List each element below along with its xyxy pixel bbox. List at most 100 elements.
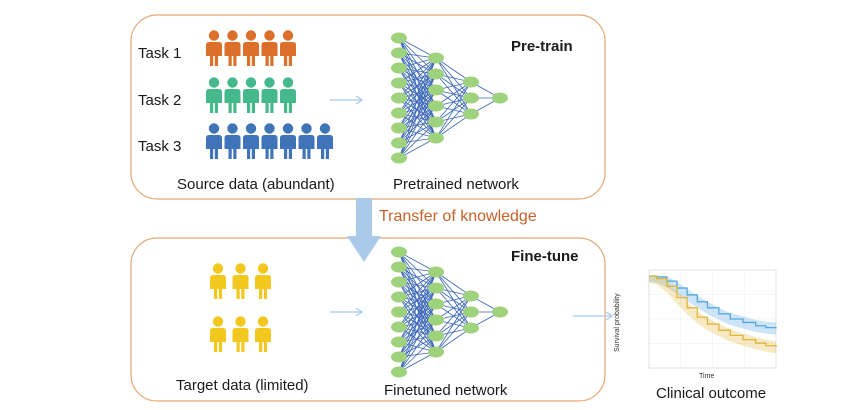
network-node (463, 322, 479, 334)
task-2-label: Task 2 (138, 92, 182, 109)
person-icon (232, 263, 249, 299)
person-icon (243, 123, 259, 159)
network-node (492, 306, 508, 318)
network-edge (398, 303, 437, 373)
target-data-caption: Target data (limited) (176, 377, 309, 394)
network-edge (398, 57, 437, 99)
person-icon (206, 77, 222, 113)
network-node (391, 366, 407, 378)
network-edge (398, 82, 437, 139)
person-icon (206, 30, 222, 66)
person-icon (206, 123, 222, 159)
task-3-label: Task 3 (138, 138, 182, 155)
network-edge (398, 296, 437, 337)
arrow-to-finetuned-network (330, 307, 364, 317)
pretrain-title: Pre-train (511, 38, 573, 55)
network-edge (398, 89, 437, 159)
network-edge (435, 295, 472, 321)
person-icon (243, 30, 259, 66)
network-edge (435, 81, 472, 123)
person-icon (261, 77, 278, 113)
person-icon (232, 316, 249, 352)
finetuned-network-caption: Finetuned network (384, 382, 508, 399)
network-edge (398, 121, 437, 159)
source-data-people (206, 30, 333, 159)
network-node (391, 246, 407, 258)
lower-confidence-band (649, 276, 776, 354)
network-node (428, 346, 444, 358)
survival-xlabel: Time (699, 373, 715, 380)
network-edge (398, 266, 437, 321)
network-edge (398, 52, 437, 107)
network-node (391, 77, 407, 89)
network-node (492, 92, 508, 104)
lower-survival-line (649, 275, 777, 348)
flow-arrows (330, 95, 614, 321)
network-node (428, 330, 444, 342)
source-data-caption: Source data (abundant) (177, 176, 335, 193)
person-icon (317, 123, 333, 159)
network-edge (398, 335, 437, 373)
network-node (428, 314, 444, 326)
network-edge (398, 271, 437, 328)
person-icon (210, 263, 226, 299)
person-icon (280, 123, 296, 159)
network-node (463, 306, 479, 318)
network-edge (435, 295, 472, 337)
network-edge (435, 81, 472, 107)
network-node (391, 152, 407, 164)
network-node (391, 321, 407, 333)
network-node (428, 84, 444, 96)
transfer-arrow (347, 198, 381, 262)
network-edge (435, 81, 472, 139)
person-icon (280, 30, 296, 66)
network-edge (435, 271, 472, 297)
network-edge (398, 82, 437, 123)
network-node (428, 100, 444, 112)
upper-confidence-band (649, 276, 776, 335)
network-node (428, 68, 444, 80)
network-edge (398, 97, 437, 123)
network-node (391, 62, 407, 74)
network-edge (398, 271, 437, 313)
pretrained-network (391, 32, 508, 164)
clinical-outcome-caption: Clinical outcome (656, 385, 767, 402)
network-node (391, 122, 407, 134)
finetuned-network (391, 246, 508, 378)
survival-curve-plot (648, 269, 777, 369)
network-node (391, 261, 407, 273)
network-node (391, 32, 407, 44)
target-data-people (210, 263, 271, 352)
network-node (428, 266, 444, 278)
person-icon (261, 30, 278, 66)
network-edge (398, 67, 437, 107)
network-edge (435, 311, 472, 353)
arrow-to-clinical-outcome (573, 311, 614, 321)
person-icon (280, 77, 296, 113)
person-icon (224, 77, 241, 113)
network-edge (398, 37, 437, 91)
network-node (391, 107, 407, 119)
network-edge (398, 271, 437, 298)
network-edge (398, 52, 437, 91)
network-node (391, 276, 407, 288)
pretrained-network-caption: Pretrained network (393, 176, 519, 193)
network-edge (398, 296, 437, 353)
person-icon (261, 123, 278, 159)
network-edge (398, 251, 437, 289)
network-node (391, 351, 407, 363)
network-node (463, 290, 479, 302)
arrow-to-pretrained-network (330, 95, 364, 105)
network-edge (398, 311, 437, 353)
person-icon (224, 123, 241, 159)
network-node (428, 116, 444, 128)
network-edge (435, 97, 472, 139)
network-node (391, 92, 407, 104)
network-node (428, 298, 444, 310)
person-icon (224, 30, 241, 66)
network-edge (435, 327, 472, 353)
network-edge (435, 113, 472, 139)
network-edge (398, 67, 437, 123)
network-edge (435, 57, 472, 83)
